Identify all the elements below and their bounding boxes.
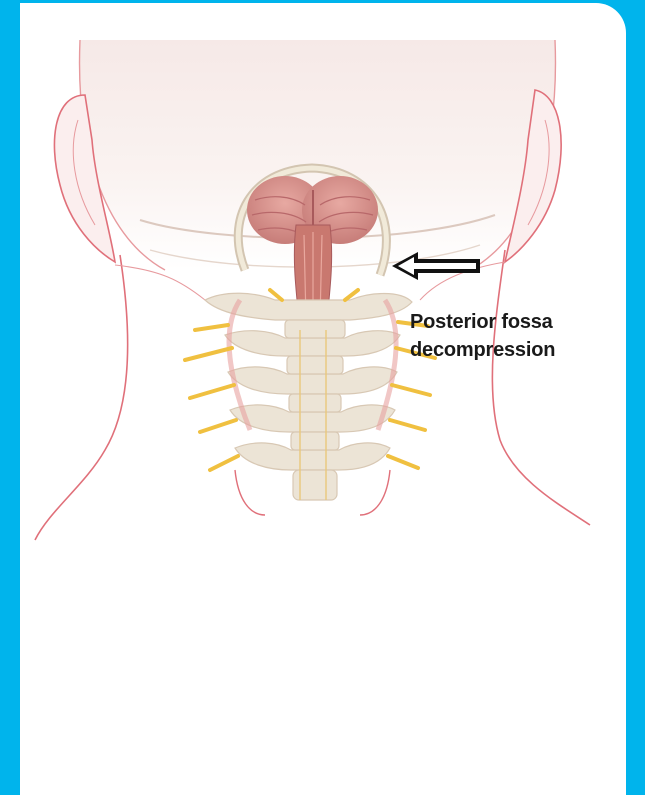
annotation-line-2: decompression: [410, 336, 555, 364]
neck-right-line: [492, 250, 590, 525]
neck-anatomy-illustration: [0, 0, 645, 560]
annotation-line-1: Posterior fossa: [410, 308, 555, 336]
annotation-label: Posterior fossa decompression: [410, 308, 555, 364]
neck-left-line: [35, 255, 128, 540]
